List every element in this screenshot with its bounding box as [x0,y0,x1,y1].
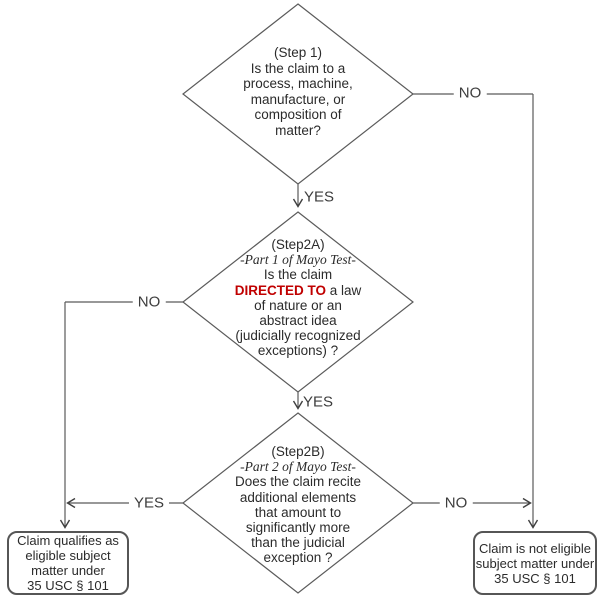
step2a-emphasis-line: DIRECTED TO a law [188,283,408,298]
step2b-text: (Step2B) -Part 2 of Mayo Test- Does the … [188,444,408,566]
step1-title: (Step 1) [273,45,323,60]
step2a-emphasis: DIRECTED TO [234,282,326,298]
edge-label-step1-yes: YES [303,188,335,206]
outcome-not-eligible-text: Claim is not eligible subject matter und… [475,540,595,586]
edge-label-step1-no: NO [453,84,487,102]
outcome-not-eligible-box: Claim is not eligible subject matter und… [473,531,597,595]
edge-label-step2a-yes: YES [302,393,334,411]
edge-label-step2b-yes: YES [128,494,170,512]
step2b-title: (Step2B) [271,444,325,459]
outcome-eligible-text: Claim qualifies as eligible subject matt… [17,533,119,593]
step2a-text: (Step2A) -Part 1 of Mayo Test- Is the cl… [188,237,408,359]
step2b-subtitle: -Part 2 of Mayo Test- [240,459,356,475]
step1-body: Is the claim to a process, machine, manu… [243,60,353,138]
step2b-diamond-shape [182,412,414,594]
step2a-title: (Step2A) [271,237,325,252]
outcome-eligible-box: Claim qualifies as eligible subject matt… [7,531,129,595]
step2a-subtitle: -Part 1 of Mayo Test- [240,252,356,268]
step1-diamond-shape [182,3,414,185]
step2b-body: Does the claim recite additional element… [234,474,362,566]
step2a-body: of nature or an abstract idea (judiciall… [235,297,361,359]
edge-label-step2a-no: NO [132,293,166,311]
step1-text: (Step 1) Is the claim to a process, mach… [198,45,398,138]
step2a-emphasis-suffix: a law [325,282,362,298]
edge-label-step2b-no: NO [439,494,473,512]
step2a-diamond-shape [182,211,414,393]
step2a-line-claim: Is the claim [263,267,333,283]
